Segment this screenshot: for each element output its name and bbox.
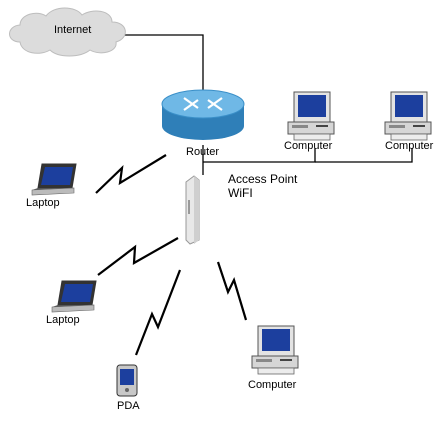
computer-label: Computer	[284, 140, 333, 152]
internet-label: Internet	[54, 24, 92, 36]
cloud-icon	[9, 7, 126, 57]
laptop-label: Laptop	[46, 314, 80, 326]
pda-label: PDA	[117, 400, 140, 412]
wifi-label: WiFI	[228, 186, 253, 200]
wireless-signals	[95, 154, 248, 356]
computer-icon	[287, 91, 335, 141]
access-point-icon	[185, 175, 200, 245]
laptop-icon	[51, 280, 97, 313]
wired-links	[112, 34, 413, 175]
access-point-label: Access Point	[228, 172, 298, 186]
laptop-icon	[31, 163, 77, 196]
router-computer-link-2	[315, 148, 413, 163]
wifi-signal-icon	[216, 261, 248, 321]
wifi-signal-icon	[95, 154, 167, 194]
laptop-label: Laptop	[26, 197, 60, 209]
pda-icon	[116, 364, 138, 397]
computer-icon	[384, 91, 432, 141]
router-icon	[161, 89, 245, 140]
computer-label: Computer	[248, 379, 297, 391]
wifi-signal-icon	[97, 237, 179, 276]
computer-icon	[251, 325, 299, 375]
computer-label: Computer	[385, 140, 434, 152]
internet-router-link	[112, 34, 204, 90]
wifi-signal-icon	[134, 269, 182, 356]
router-label: Router	[186, 146, 220, 158]
